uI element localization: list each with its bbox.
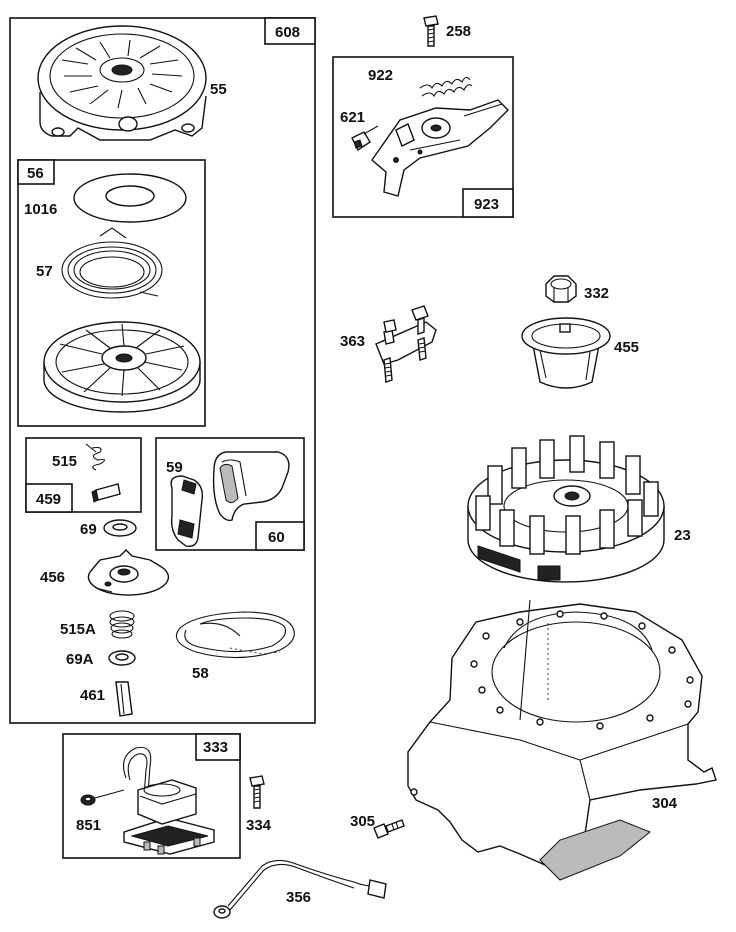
- ground-clip-851[interactable]: [80, 789, 125, 806]
- control-spring-922[interactable]: [419, 76, 473, 98]
- screw-258[interactable]: [423, 15, 439, 47]
- handle-insert-59[interactable]: [170, 475, 204, 548]
- box-459-label: 459: [36, 491, 61, 508]
- label-1016: 1016: [24, 201, 57, 218]
- retainer-456[interactable]: [87, 549, 170, 596]
- label-69: 69: [80, 521, 97, 538]
- rewind-spring-57[interactable]: [61, 227, 163, 299]
- box-56-label: 56: [27, 165, 44, 182]
- spring-515A[interactable]: [109, 610, 135, 639]
- label-363: 363: [340, 333, 365, 350]
- box-923: 923: [332, 56, 514, 218]
- label-515: 515: [52, 453, 77, 470]
- label-258: 258: [446, 23, 471, 40]
- label-922: 922: [368, 67, 393, 84]
- label-334: 334: [246, 817, 272, 834]
- flywheel-23[interactable]: [467, 435, 665, 583]
- label-57: 57: [36, 263, 53, 280]
- label-58: 58: [192, 665, 209, 682]
- bracket-363[interactable]: [375, 305, 437, 383]
- box-60-label: 60: [268, 529, 285, 546]
- ground-wire-356[interactable]: [213, 859, 387, 919]
- starter-handle[interactable]: [212, 451, 290, 522]
- washer-1016[interactable]: [73, 173, 187, 223]
- label-304: 304: [652, 795, 678, 812]
- label-69A: 69A: [66, 651, 94, 668]
- control-bracket[interactable]: [371, 99, 509, 197]
- box-56: 56: [17, 159, 206, 427]
- starter-pulley[interactable]: [43, 321, 201, 413]
- nut-332[interactable]: [545, 275, 577, 303]
- washer-69A[interactable]: [108, 650, 136, 666]
- box-333: 333: [62, 733, 241, 859]
- label-332: 332: [584, 285, 609, 302]
- label-455: 455: [614, 339, 639, 356]
- label-59: 59: [166, 459, 183, 476]
- governor-link-621[interactable]: [351, 125, 379, 152]
- screw-334[interactable]: [249, 775, 265, 809]
- label-456: 456: [40, 569, 65, 586]
- ignition-armature[interactable]: [123, 746, 215, 855]
- label-851: 851: [76, 817, 101, 834]
- screw-305[interactable]: [373, 819, 405, 839]
- box-923-label: 923: [474, 196, 499, 213]
- label-55: 55: [210, 81, 227, 98]
- box-608: 608: [9, 17, 316, 724]
- box-333-label: 333: [203, 739, 228, 756]
- box-608-label: 608: [275, 24, 300, 41]
- insert-461[interactable]: [115, 681, 133, 717]
- pawl[interactable]: [91, 483, 121, 503]
- box-60: 60: [155, 437, 305, 551]
- starter-cup-455[interactable]: [521, 317, 611, 389]
- starter-housing-55[interactable]: [37, 25, 207, 141]
- label-621: 621: [340, 109, 365, 126]
- label-356: 356: [286, 889, 311, 906]
- label-461: 461: [80, 687, 105, 704]
- label-23: 23: [674, 527, 691, 544]
- pawl-spring-515[interactable]: [85, 443, 106, 471]
- label-305: 305: [350, 813, 375, 830]
- label-515A: 515A: [60, 621, 96, 638]
- box-459: 459: [25, 437, 142, 513]
- blower-housing-304[interactable]: [407, 599, 717, 881]
- starter-rope-58[interactable]: [175, 611, 295, 659]
- washer-69[interactable]: [103, 519, 137, 537]
